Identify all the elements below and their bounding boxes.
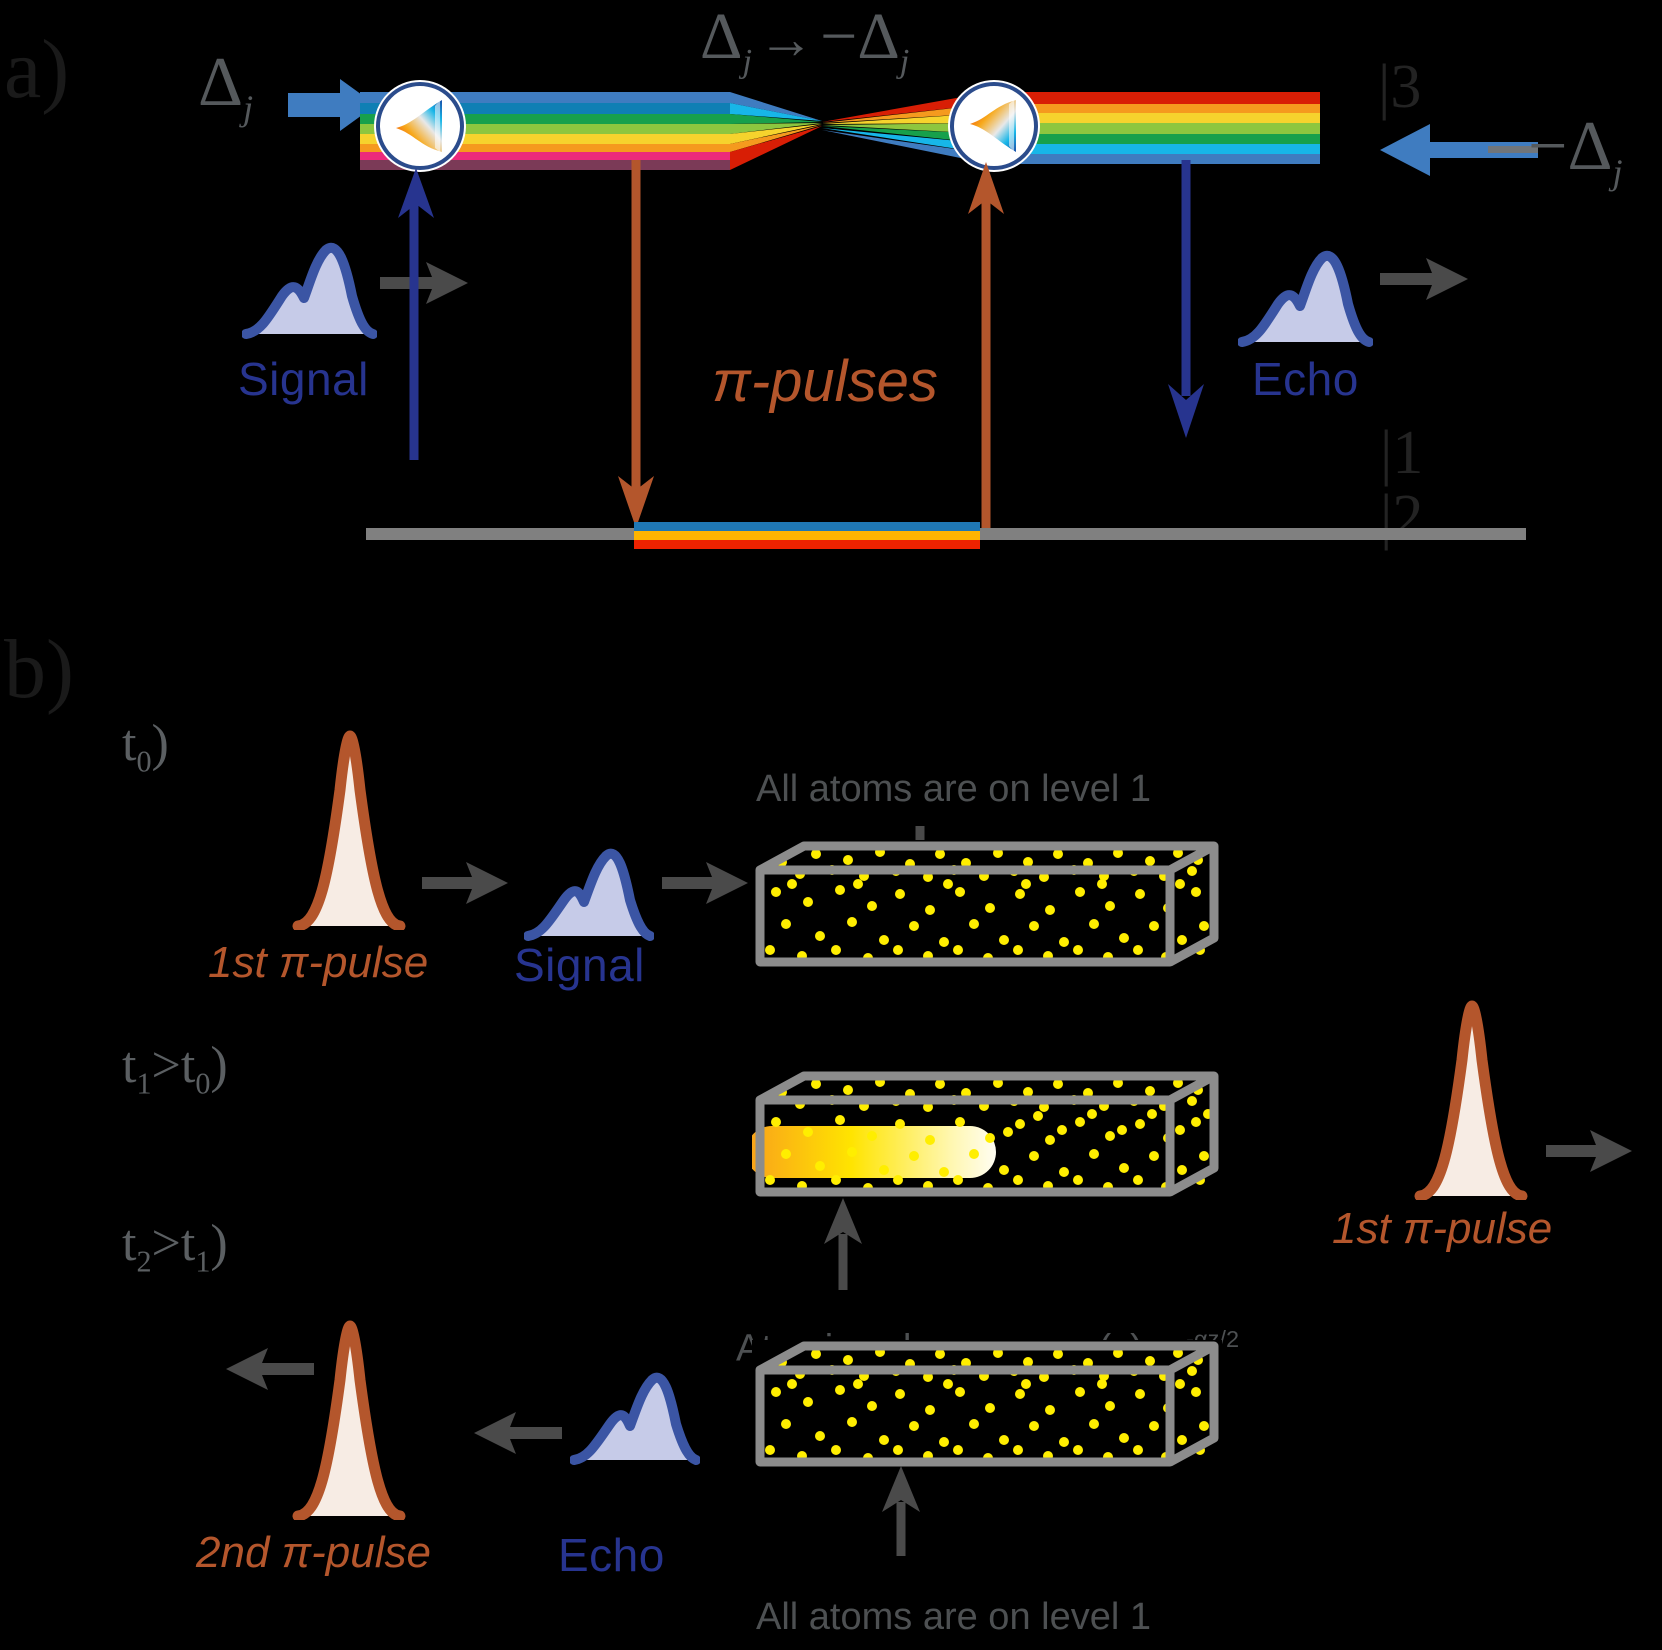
pi-pulse-waveform-t2: [292, 1320, 406, 1520]
pi-pulse-1-arrow: [618, 160, 654, 528]
signal-transition-arrow: [398, 168, 434, 460]
caption-t2: All atoms are on level 1: [756, 1596, 1151, 1638]
blue-arrow-right-icon: [288, 79, 376, 131]
pi-pulse-label-t1: 1st π-pulse: [1332, 1204, 1553, 1253]
gray-arrow-left-icon-b2: [474, 1412, 562, 1454]
time-label-t0: t0): [122, 715, 169, 779]
pi-pulse-waveform-t0: [292, 730, 406, 930]
caption-t0: All atoms are on level 1: [756, 768, 1151, 810]
spectral-comb-right: [822, 92, 1320, 164]
echo-label-t2: Echo: [558, 1529, 665, 1581]
time-label-t2: t2>t1): [122, 1215, 228, 1279]
gray-arrow-right-icon-b1: [422, 862, 508, 904]
echo-waveform-t2: [570, 1372, 700, 1465]
ground-level-line: [366, 522, 1526, 549]
coherence-pointer-arrow: [824, 1198, 862, 1290]
signal-waveform-a: [242, 242, 377, 339]
signal-label-t0: Signal: [514, 939, 645, 991]
signal-label-a: Signal: [238, 353, 369, 405]
ket-3-label: |3: [1378, 53, 1422, 121]
detuning-right-label: −Δj: [1528, 108, 1623, 192]
panel-label-a: a): [4, 23, 70, 116]
gray-arrow-right-icon-b2: [662, 862, 748, 904]
atom-cell-t2: [752, 1340, 1222, 1470]
echo-label-a: Echo: [1252, 353, 1359, 405]
pi-pulse-waveform-t1: [1414, 1000, 1528, 1200]
atom-cell-t1: [752, 1070, 1222, 1200]
echo-waveform-a: [1238, 250, 1373, 347]
prism-icon-left: [376, 82, 464, 170]
pi-pulse-2-arrow: [968, 162, 1004, 528]
panel-label-b: b): [4, 623, 74, 716]
signal-waveform-t0: [524, 848, 654, 941]
gray-arrow-left-icon-b1: [226, 1348, 314, 1390]
detuning-flip-expression: Δj→−Δj: [700, 0, 910, 81]
caption-pointer-arrow-t2: [882, 1466, 920, 1556]
echo-transition-arrow: [1168, 160, 1204, 438]
pi-pulses-label: π-pulses: [712, 349, 938, 414]
gray-arrow-right-icon-a2: [1380, 258, 1468, 300]
atom-cell-t0: [752, 840, 1222, 970]
pi-pulse-label-t2: 2nd π-pulse: [196, 1528, 431, 1577]
time-label-t1: t1>t0): [122, 1037, 228, 1101]
pi-pulse-label-t0: 1st π-pulse: [208, 938, 429, 987]
gray-arrow-right-icon-a1: [380, 262, 468, 304]
ket-1-label: |1: [1380, 419, 1424, 487]
gray-arrow-right-icon-b3: [1546, 1130, 1632, 1172]
detuning-left-label: Δj: [198, 44, 254, 128]
blue-arrow-left-icon: [1380, 124, 1538, 176]
prism-icon-right: [950, 82, 1038, 170]
